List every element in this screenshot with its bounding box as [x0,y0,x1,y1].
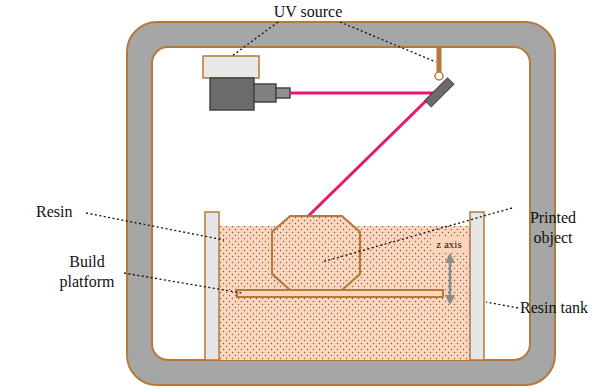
printed-object [272,216,360,290]
leader-line [232,22,278,56]
mirror [425,78,454,107]
tank-wall [470,212,484,360]
laser-nozzle [276,88,290,98]
leader-line [86,213,224,240]
leader-line [322,208,512,262]
axis-label: z axis [431,238,467,251]
part-label: Resin [36,202,86,222]
leader-line [124,273,242,293]
build-chamber [152,47,530,360]
part-label: Resin tank [520,298,604,318]
tank-wall [205,212,219,360]
laser-body [210,78,254,110]
leader-line [486,302,518,308]
mirror-pivot [435,72,443,80]
build-platform [237,290,443,297]
laser-lens [254,84,276,102]
printer-housing [127,22,555,385]
z-axis-arrow [449,258,452,300]
part-label: Build platform [52,252,122,292]
leader-line [340,22,436,62]
laser-beam [290,93,434,234]
laser-mount [203,56,259,78]
part-label: Printed object [516,208,590,248]
part-label: UV source [260,2,356,22]
